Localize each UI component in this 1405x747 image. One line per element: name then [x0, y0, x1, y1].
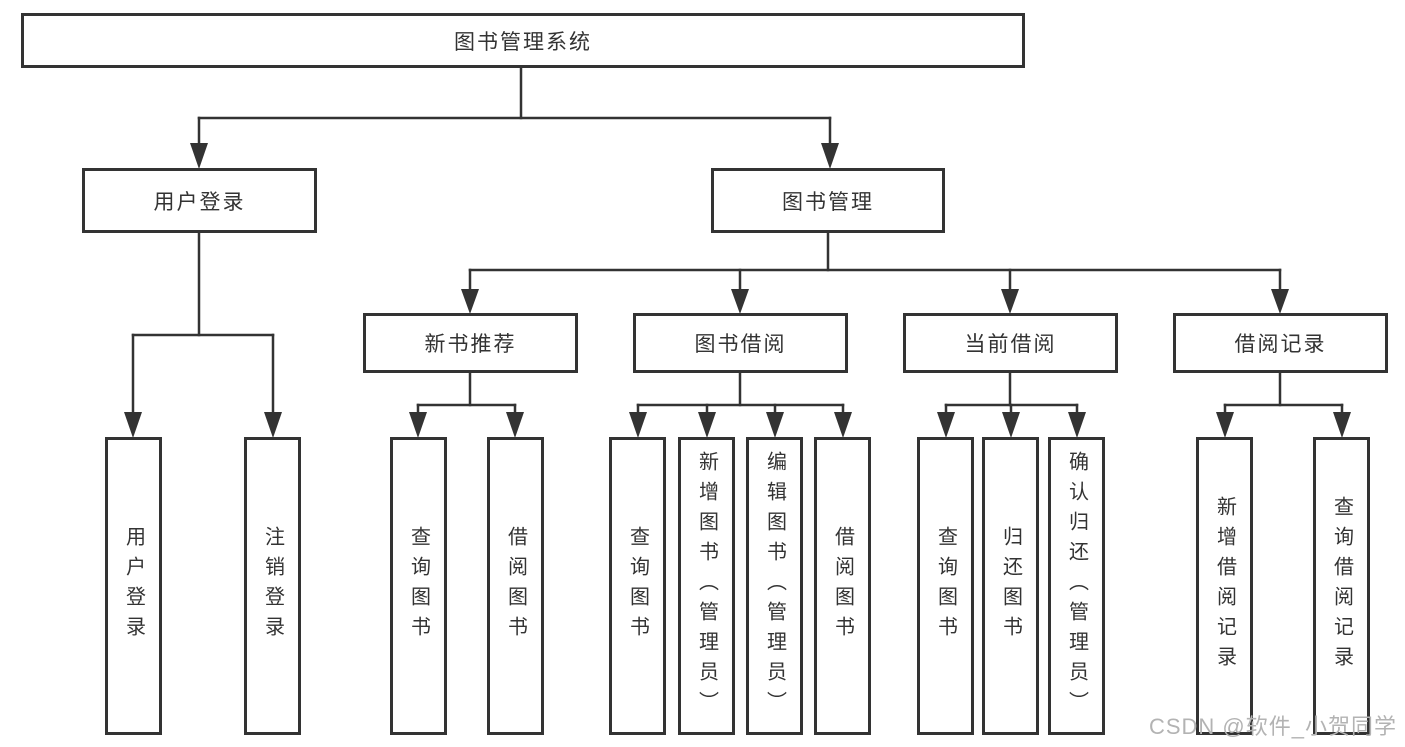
node-current-borrow-label: 当前借阅	[964, 333, 1057, 356]
leaf-return-books: 归还图书	[982, 437, 1039, 735]
node-user-login: 用户登录	[82, 168, 317, 233]
leaf-add-book-admin-label: 新增图书（管理员）	[695, 451, 718, 721]
leaf-borrow-books-recommend-label: 借阅图书	[504, 526, 527, 646]
node-new-book-recommend-label: 新书推荐	[424, 333, 517, 356]
leaf-confirm-return-admin: 确认归还（管理员）	[1048, 437, 1105, 735]
leaf-add-book-admin: 新增图书（管理员）	[678, 437, 735, 735]
leaf-query-books-current: 查询图书	[917, 437, 974, 735]
node-current-borrow: 当前借阅	[903, 313, 1118, 373]
node-root-label: 图书管理系统	[454, 30, 592, 54]
node-book-management: 图书管理	[711, 168, 945, 233]
node-book-management-label: 图书管理	[782, 190, 874, 214]
leaf-logout: 注销登录	[244, 437, 301, 735]
leaf-add-borrow-record: 新增借阅记录	[1196, 437, 1253, 735]
node-borrow-records: 借阅记录	[1173, 313, 1388, 373]
leaf-confirm-return-admin-label: 确认归还（管理员）	[1065, 451, 1088, 721]
leaf-borrow-books-borrow-label: 借阅图书	[831, 526, 854, 646]
leaf-user-login-label: 用户登录	[122, 526, 145, 646]
node-new-book-recommend: 新书推荐	[363, 313, 578, 373]
node-borrow-records-label: 借阅记录	[1234, 333, 1327, 356]
leaf-query-borrow-record: 查询借阅记录	[1313, 437, 1370, 735]
leaf-borrow-books-borrow: 借阅图书	[814, 437, 871, 735]
leaf-return-books-label: 归还图书	[999, 526, 1022, 646]
node-root: 图书管理系统	[21, 13, 1025, 68]
arrowheads	[124, 143, 1351, 438]
leaf-borrow-books-recommend: 借阅图书	[487, 437, 544, 735]
leaf-add-borrow-record-label: 新增借阅记录	[1213, 496, 1236, 676]
leaf-query-books-borrow-label: 查询图书	[626, 526, 649, 646]
leaf-edit-book-admin: 编辑图书（管理员）	[746, 437, 803, 735]
leaf-query-books-recommend-label: 查询图书	[407, 526, 430, 646]
leaf-query-books-current-label: 查询图书	[934, 526, 957, 646]
leaf-query-books-borrow: 查询图书	[609, 437, 666, 735]
leaf-logout-label: 注销登录	[261, 526, 284, 646]
leaf-query-books-recommend: 查询图书	[390, 437, 447, 735]
node-user-login-label: 用户登录	[153, 190, 246, 214]
leaf-query-borrow-record-label: 查询借阅记录	[1330, 496, 1353, 676]
node-book-borrow-label: 图书借阅	[694, 333, 787, 356]
leaf-user-login: 用户登录	[105, 437, 162, 735]
node-book-borrow: 图书借阅	[633, 313, 848, 373]
leaf-edit-book-admin-label: 编辑图书（管理员）	[763, 451, 786, 721]
